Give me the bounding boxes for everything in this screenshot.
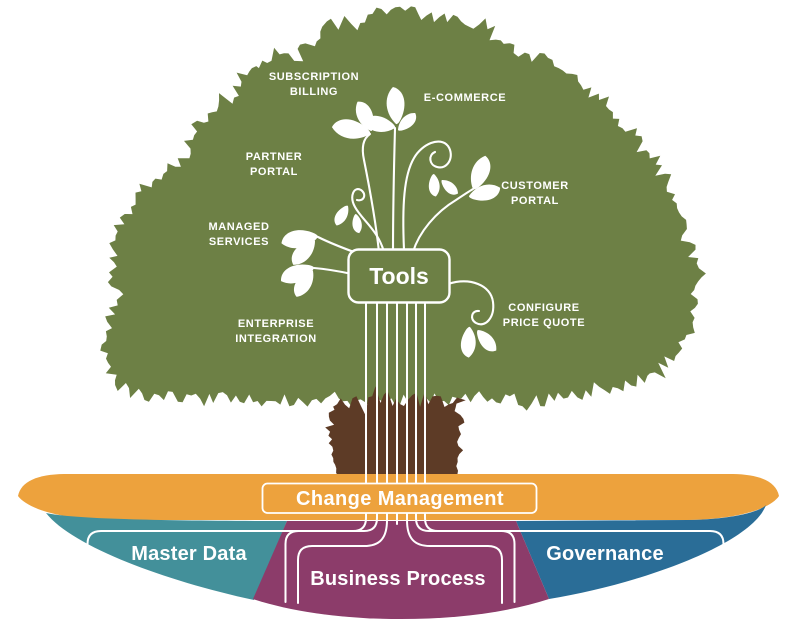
label-subscription-billing: SUBSCRIPTION [269, 71, 359, 83]
branch-left-tall [361, 132, 381, 254]
branch-right-loop [402, 140, 452, 252]
label-ecommerce: E-COMMERCE [424, 92, 506, 104]
tools-label: Tools [369, 263, 429, 289]
master-data-label: Master Data [131, 543, 247, 565]
tools-box [347, 248, 451, 304]
label-configure-price-quote: CONFIGURE [508, 302, 579, 314]
branch-center [391, 126, 397, 254]
label-managed-services: SERVICES [209, 236, 269, 248]
label-enterprise-integration: ENTERPRISE [238, 318, 314, 330]
label-customer-portal: PORTAL [511, 195, 559, 207]
branch-customer-portal [411, 187, 475, 254]
stem-root-lines [86, 279, 725, 604]
label-customer-portal: CUSTOMER [501, 180, 569, 192]
band-master-data [46, 513, 287, 600]
change-management-label: Change Management [296, 488, 504, 510]
label-enterprise-integration: INTEGRATION [235, 333, 317, 345]
label-partner-portal: PARTNER [246, 151, 303, 163]
label-managed-services: MANAGED [208, 221, 269, 233]
label-subscription-billing: BILLING [290, 86, 338, 98]
branch-left-curl [351, 188, 386, 254]
band-governance [516, 505, 766, 599]
governance-label: Governance [546, 543, 664, 565]
label-partner-portal: PORTAL [250, 166, 298, 178]
business-process-label: Business Process [310, 568, 486, 590]
canopy-labels: SUBSCRIPTION BILLING E-COMMERCE PARTNER … [208, 71, 585, 345]
change-management-box [261, 482, 538, 514]
label-configure-price-quote: PRICE QUOTE [503, 317, 585, 329]
tree-trunk [325, 386, 466, 481]
branch-cpq [446, 280, 495, 326]
